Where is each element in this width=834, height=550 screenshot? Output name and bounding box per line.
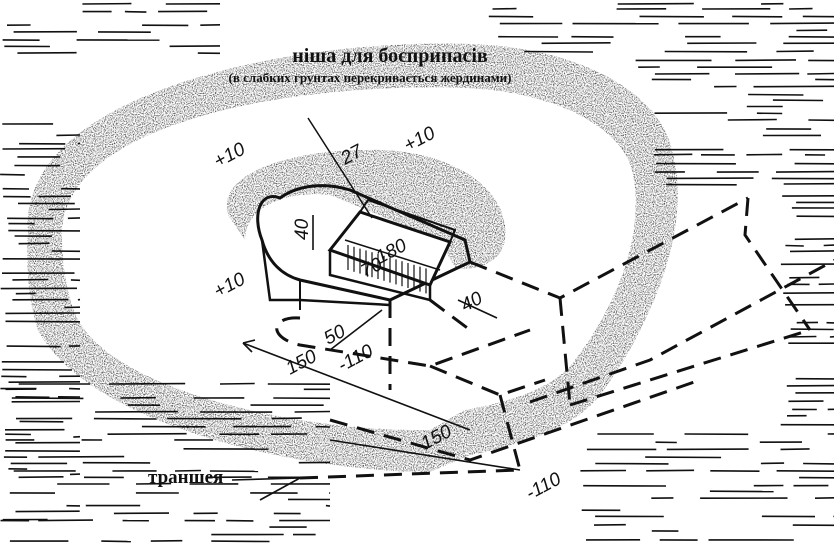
hatch-stroke: [748, 95, 803, 96]
hatch-stroke: [38, 520, 93, 521]
hatch-stroke: [38, 457, 124, 458]
hatch-stroke: [125, 12, 146, 13]
hatch-stroke: [326, 506, 330, 507]
hatch-stroke: [15, 397, 49, 398]
hatch-stroke: [781, 449, 810, 450]
parapet-height-left: +10: [210, 139, 249, 173]
hatch-stroke: [728, 120, 777, 121]
hatch-stroke: [790, 251, 834, 252]
hatch-stroke: [220, 384, 255, 385]
hatch-stroke: [795, 239, 834, 240]
hatch-stroke: [101, 541, 131, 542]
parapet-height-right: +10: [400, 123, 439, 157]
subtitle: (в слабких грунтах перекривається жердин…: [229, 70, 512, 85]
hatch-stroke: [776, 172, 834, 173]
hatch-stroke: [646, 470, 694, 471]
trench-label: траншея: [148, 467, 223, 488]
hatch-stroke: [19, 477, 64, 478]
niche-depth-dim: 40: [292, 218, 313, 240]
floor-depth: -110: [334, 340, 377, 376]
hatch-stroke: [807, 74, 834, 75]
hatch-stroke: [295, 412, 330, 413]
hatch-stroke: [0, 174, 25, 175]
step-width-dim: 40: [457, 288, 486, 317]
hatch-stroke: [108, 434, 187, 435]
hatch-stroke: [735, 60, 796, 61]
trench-floor-depth: -110: [522, 468, 565, 504]
hatch-stroke: [785, 246, 803, 247]
hatch-stroke: [770, 23, 834, 24]
hatch-stroke: [542, 43, 611, 44]
pit-width-dim: 150: [282, 346, 320, 380]
wall-offset-dim: 50: [320, 321, 349, 350]
title: ніша для боєприпасів: [292, 45, 488, 67]
parapet-height-front: +10: [210, 269, 249, 303]
